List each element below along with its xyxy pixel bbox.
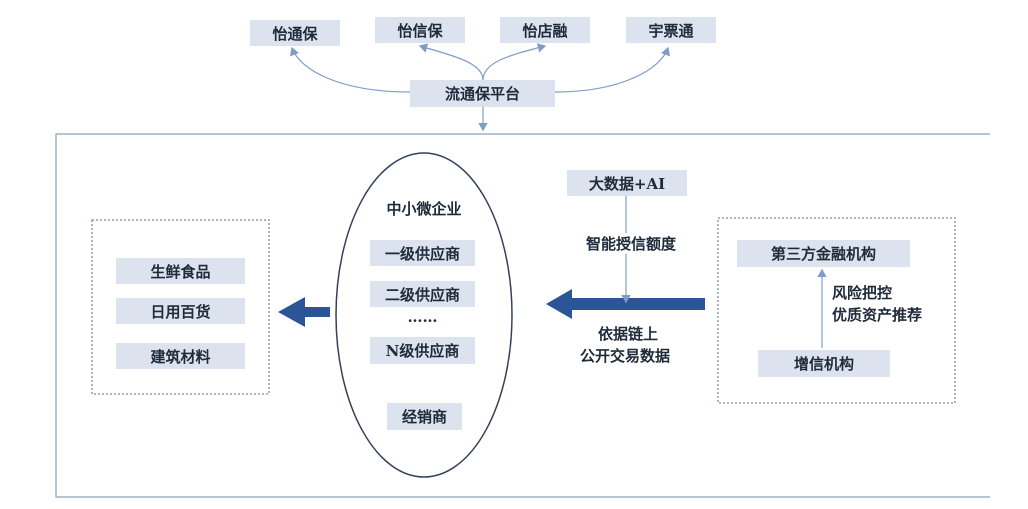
arrow-to-smb (546, 289, 705, 319)
platform-connectors (289, 43, 671, 132)
smb-title: 中小微企业 (386, 200, 462, 218)
distributor: 经销商 (387, 403, 462, 430)
outer-frame (55, 133, 990, 498)
supplier-tier2: 二级供应商 (370, 281, 475, 307)
category-building-materials: 建筑材料 (116, 343, 245, 369)
credit-agency-box: 增信机构 (758, 350, 890, 377)
category-fresh-food: 生鲜食品 (116, 258, 245, 284)
product-box-yupiaotong: 宇票通 (626, 17, 716, 43)
supplier-tier-n: N级供应商 (370, 337, 475, 364)
asset-recommend-label: 优质资产推荐 (832, 306, 923, 324)
chain-data-label-2: 公开交易数据 (580, 347, 671, 365)
arrow-to-categories (278, 297, 330, 327)
chain-data-label-1: 依据链上 (598, 325, 659, 343)
risk-control-label: 风险把控 (832, 284, 893, 302)
supplier-ellipsis: …… (407, 308, 438, 326)
bigdata-ai-box: 大数据+AI (567, 170, 687, 196)
category-container (91, 219, 270, 395)
product-box-yidianrong: 怡店融 (500, 17, 590, 43)
product-box-yitongbao: 怡通保 (250, 20, 340, 46)
third-party-finance-box: 第三方金融机构 (737, 240, 910, 267)
category-daily-goods: 日用百货 (116, 298, 245, 324)
product-box-yixinbao: 怡信保 (375, 17, 465, 43)
supplier-tier1: 一级供应商 (370, 240, 475, 266)
credit-limit-label: 智能授信额度 (584, 233, 679, 254)
platform-box: 流通保平台 (410, 80, 555, 107)
finance-container (717, 217, 956, 404)
smb-ellipse (335, 152, 513, 478)
